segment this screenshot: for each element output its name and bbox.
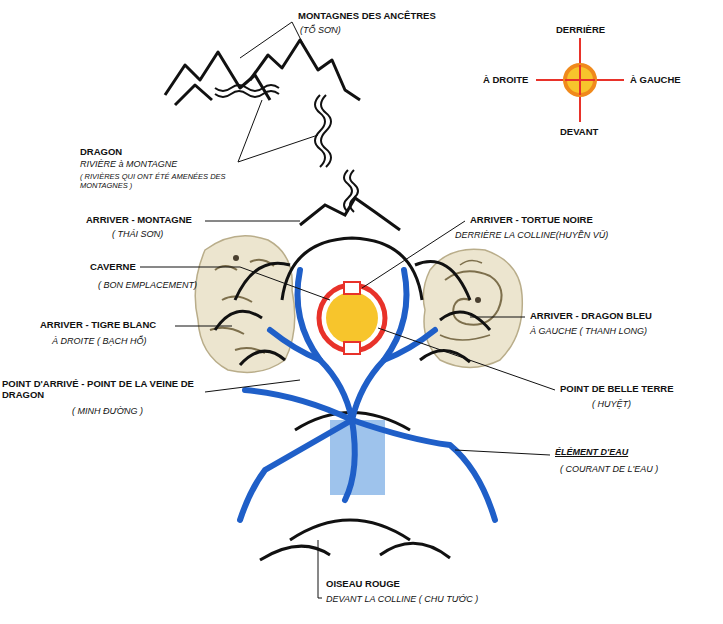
subheading: À DROITE ( BẠCH HỔ) xyxy=(52,336,147,347)
part-name: ARRIVER - MONTAGNE xyxy=(86,214,192,225)
part-name: DRAGON xyxy=(80,146,122,157)
hills xyxy=(215,198,490,560)
leader-lines xyxy=(140,22,555,598)
part-name: ARRIVER - TORTUE NOIRE xyxy=(470,214,593,225)
part-name: CAVERNE xyxy=(90,261,136,272)
part-name: OISEAU ROUGE xyxy=(326,578,400,589)
subheading: ( COURANT DE L'EAU ) xyxy=(560,464,658,475)
part-name: ÉLÉMENT D'EAU xyxy=(555,447,628,458)
subheading: DEVANT LA COLLINE ( CHU TƯỚC ) xyxy=(326,594,478,605)
compass-label: DERRIÈRE xyxy=(556,24,605,35)
subheading: ( MINH ĐƯỜNG ) xyxy=(72,406,143,417)
tiger-figure xyxy=(195,236,295,373)
part-name: RIVIÈRE à MONTAGNE xyxy=(80,159,177,170)
heading: MONTAGNES DES ANCÊTRES xyxy=(298,10,436,21)
part-name: POINT DE BELLE TERRE xyxy=(560,383,673,394)
subheading: ( THÁI SƠN) xyxy=(112,229,163,240)
water xyxy=(240,270,495,520)
subheading: (TỔ SƠN) xyxy=(300,25,341,36)
compass xyxy=(536,38,624,122)
part-name: ARRIVER - DRAGON BLEU xyxy=(530,310,652,321)
subheading: DERRIÈRE LA COLLINE(HUYỀN VŨ) xyxy=(455,230,608,241)
subheading: À GAUCHE ( THANH LONG) xyxy=(530,326,647,337)
part-name: POINT D'ARRIVÉ - POINT DE LA VEINE DE DR… xyxy=(2,378,202,401)
belle-terre-point xyxy=(319,282,385,354)
compass-label: À DROITE xyxy=(483,74,528,85)
part-name: ARRIVER - TIGRE BLANC xyxy=(40,319,156,330)
mountain-rivers xyxy=(215,85,358,212)
ancestor-mountains xyxy=(165,40,360,105)
compass-label: DEVANT xyxy=(560,126,598,137)
subheading: ( HUYỆT) xyxy=(592,399,631,410)
compass-label: À GAUCHE xyxy=(630,74,681,85)
subheading: ( BON EMPLACEMENT) xyxy=(98,280,197,291)
note: ( RIVIÈRES QUI ONT ÉTÉ AMENÉES DES MONTA… xyxy=(80,172,230,190)
